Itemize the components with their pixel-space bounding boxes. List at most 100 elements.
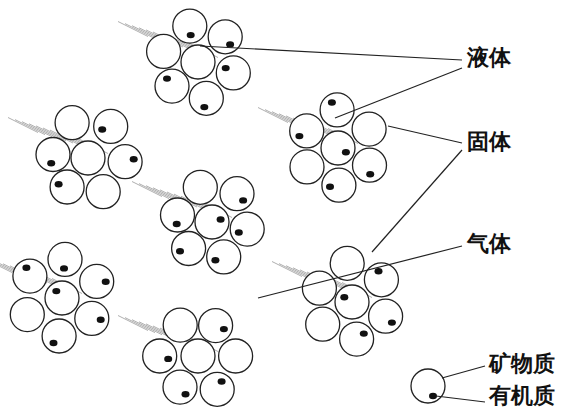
film-stroke <box>118 22 148 37</box>
organic-matter <box>173 221 181 227</box>
mineral-particle <box>161 198 195 232</box>
mineral-particle <box>322 168 356 202</box>
leader-lines <box>200 46 485 402</box>
organic-matter <box>342 149 350 155</box>
film-stroke <box>125 318 155 333</box>
mineral-particle <box>321 131 355 165</box>
mineral-particle <box>55 106 89 140</box>
film-stroke <box>279 264 309 279</box>
organic-matter <box>102 279 110 285</box>
mineral-particle <box>352 112 386 146</box>
mineral-particle <box>208 20 242 54</box>
film-stroke <box>132 182 162 197</box>
organic-matter <box>163 75 171 81</box>
mineral-particle <box>369 299 403 333</box>
organic-matter <box>164 356 172 362</box>
mineral-particle <box>320 93 354 127</box>
mineral-particle <box>147 34 181 68</box>
mineral-particle <box>290 114 324 148</box>
mineral-particle <box>195 205 229 239</box>
mineral-particle <box>181 339 215 373</box>
particles <box>10 9 445 406</box>
film-stroke <box>258 108 288 123</box>
leader-line <box>436 396 485 402</box>
mineral-particle <box>219 339 253 373</box>
mineral-particle <box>199 309 233 343</box>
organic-matter <box>218 378 226 384</box>
mineral-particle <box>86 175 120 209</box>
mineral-particle <box>302 271 336 305</box>
leader-line <box>388 126 462 143</box>
film-stroke <box>118 316 148 331</box>
mineral-particle <box>75 301 109 335</box>
organic-matter <box>220 326 228 332</box>
part-label: 固体 <box>466 130 512 154</box>
mineral-particle <box>10 298 44 332</box>
organic-matter <box>22 265 30 271</box>
mineral-particle <box>353 148 387 182</box>
mineral-particle <box>143 339 177 373</box>
mineral-particle <box>340 322 374 356</box>
mineral-particle <box>50 170 84 204</box>
mineral-particle <box>216 56 250 90</box>
organic-matter <box>239 197 247 203</box>
organic-matter <box>182 391 190 397</box>
mineral-particle <box>207 240 241 274</box>
leader-line <box>335 68 462 118</box>
organic-matter <box>328 99 336 105</box>
mineral-particle <box>172 232 206 266</box>
film-stroke <box>125 24 155 39</box>
organic-matter <box>52 288 60 294</box>
organic-matter <box>176 248 184 254</box>
mineral-particle <box>230 212 264 246</box>
mineral-particle <box>364 263 398 297</box>
mineral-particle <box>335 285 369 319</box>
organic-matter <box>375 268 383 274</box>
organic-matter <box>360 330 368 336</box>
mineral-particle <box>155 69 189 103</box>
mineral-particle <box>411 369 445 403</box>
mineral-particle <box>42 319 76 353</box>
mineral-particle <box>163 370 197 404</box>
organic-matter <box>98 126 106 132</box>
mineral-particle <box>220 177 254 211</box>
mineral-particle <box>163 308 197 342</box>
mineral-particle <box>36 138 70 172</box>
film-stroke <box>15 120 45 135</box>
organic-matter <box>97 317 105 323</box>
organic-matter <box>222 65 230 71</box>
leader-line <box>372 150 462 252</box>
film-stroke <box>8 118 38 133</box>
organic-matter <box>226 41 234 47</box>
organic-matter <box>295 133 303 139</box>
mineral-particle <box>13 259 47 293</box>
organic-matter <box>340 294 348 300</box>
organic-matter <box>429 393 437 399</box>
mineral-particle <box>80 264 114 298</box>
mineral-particle <box>173 9 207 43</box>
mineral-particle <box>306 307 340 341</box>
part-label: 有机质 <box>488 384 556 408</box>
mineral-particle <box>108 145 142 179</box>
film-stroke <box>272 262 302 277</box>
mineral-particle <box>48 242 82 276</box>
film-stroke <box>22 122 52 137</box>
film-stroke <box>139 184 169 199</box>
mineral-particle <box>189 81 223 115</box>
organic-matter <box>211 257 219 263</box>
film-stroke <box>132 320 162 335</box>
leader-line <box>258 246 462 298</box>
leader-line <box>200 46 462 60</box>
organic-matter <box>130 156 138 162</box>
organic-matter <box>388 319 396 325</box>
organic-matter <box>47 160 55 166</box>
organic-matter <box>217 216 225 222</box>
leader-line <box>442 366 485 378</box>
organic-matter <box>326 184 334 190</box>
organic-matter <box>235 229 243 235</box>
mineral-particle <box>200 372 234 406</box>
part-label: 液体 <box>466 46 512 70</box>
organic-matter <box>50 340 58 346</box>
mineral-particle <box>290 150 324 184</box>
